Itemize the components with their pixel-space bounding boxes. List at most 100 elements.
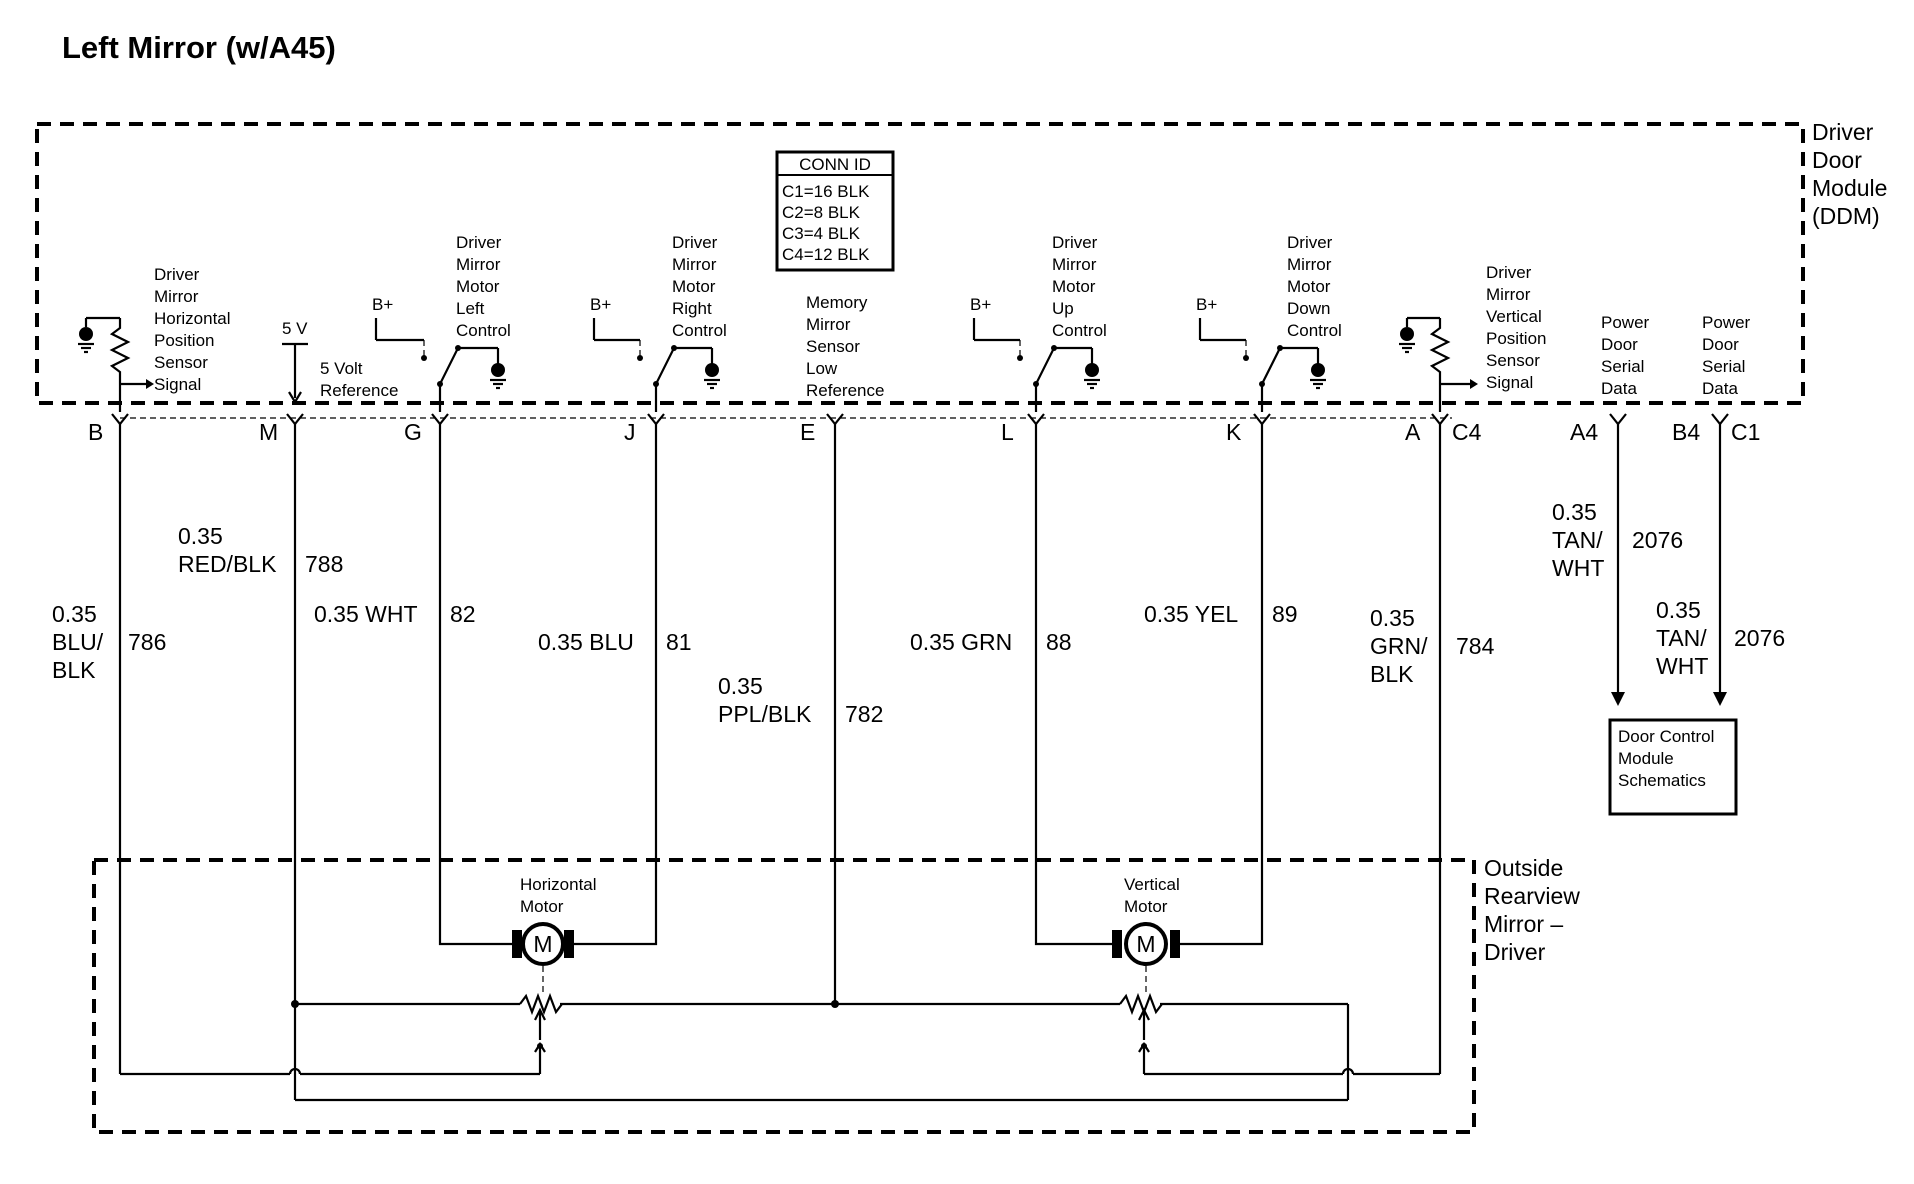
- wire-788: [293, 424, 1350, 1102]
- bplus-label: B+: [372, 295, 393, 314]
- connector-c1-label: C1: [1731, 419, 1760, 445]
- svg-text:Sensor: Sensor: [1486, 351, 1540, 370]
- svg-text:Motor: Motor: [1287, 277, 1331, 296]
- svg-text:Rearview: Rearview: [1484, 883, 1580, 909]
- svg-text:Driver: Driver: [1287, 233, 1333, 252]
- svg-text:BLK: BLK: [52, 657, 96, 683]
- mirror-label: Outside Rearview Mirror – Driver: [1484, 855, 1580, 965]
- svg-text:Mirror: Mirror: [806, 315, 851, 334]
- motor-m-symbol: M: [1136, 931, 1155, 957]
- svg-text:Module: Module: [1812, 175, 1887, 201]
- svg-text:Module: Module: [1618, 749, 1674, 768]
- svg-text:Reference: Reference: [806, 381, 884, 400]
- svg-text:Door: Door: [1601, 335, 1638, 354]
- svg-text:TAN/: TAN/: [1552, 527, 1603, 553]
- label-v-position-signal: Driver Mirror Vertical Position Sensor S…: [1486, 263, 1546, 392]
- wire-89: [1176, 424, 1264, 946]
- svg-text:Door: Door: [1702, 335, 1739, 354]
- svg-text:Horizontal: Horizontal: [520, 875, 597, 894]
- svg-text:0.35: 0.35: [1552, 499, 1597, 525]
- svg-text:82: 82: [450, 601, 476, 627]
- svg-text:Mirror: Mirror: [1287, 255, 1332, 274]
- svg-text:782: 782: [845, 701, 883, 727]
- wire-label-89: 0.35 YEL 89: [1144, 601, 1298, 627]
- pin-b: B: [88, 419, 103, 445]
- svg-text:Motor: Motor: [520, 897, 564, 916]
- svg-text:Left: Left: [456, 299, 485, 318]
- conn-id-line: C3=4 BLK: [782, 224, 861, 243]
- svg-text:Memory: Memory: [806, 293, 868, 312]
- svg-text:0.35 YEL: 0.35 YEL: [1144, 601, 1238, 627]
- svg-text:Up: Up: [1052, 299, 1074, 318]
- svg-text:0.35 WHT: 0.35 WHT: [314, 601, 418, 627]
- wire-label-784: 0.35 GRN/ BLK 784: [1370, 605, 1495, 687]
- wire-label-2076-c1: 0.35 TAN/ WHT 2076: [1656, 597, 1785, 679]
- svg-text:788: 788: [305, 551, 343, 577]
- svg-text:Mirror: Mirror: [1486, 285, 1531, 304]
- svg-text:WHT: WHT: [1552, 555, 1604, 581]
- svg-text:0.35: 0.35: [718, 673, 763, 699]
- label-5v: 5 V: [282, 319, 308, 338]
- pin-j: J: [624, 419, 636, 445]
- label-low-reference: Memory Mirror Sensor Low Reference: [806, 293, 884, 400]
- wire-784: [1138, 424, 1442, 1076]
- svg-text:Sensor: Sensor: [806, 337, 860, 356]
- svg-text:Vertical: Vertical: [1124, 875, 1180, 894]
- wire-label-788: 0.35 RED/BLK 788: [178, 523, 343, 577]
- ddm-boundary: [35, 122, 1805, 405]
- svg-text:Driver: Driver: [154, 265, 200, 284]
- horizontal-motor: Horizontal Motor M: [512, 875, 597, 994]
- svg-text:Vertical: Vertical: [1486, 307, 1542, 326]
- page-title: Left Mirror (w/A45): [62, 30, 336, 65]
- h-position-sensor: [78, 316, 154, 412]
- svg-text:Motor: Motor: [1052, 277, 1096, 296]
- svg-text:Serial: Serial: [1702, 357, 1745, 376]
- svg-text:786: 786: [128, 629, 166, 655]
- five-volt-reference-symbol: [282, 342, 308, 405]
- svg-text:784: 784: [1456, 633, 1495, 659]
- conn-id-line: C1=16 BLK: [782, 182, 870, 201]
- svg-text:BLU/: BLU/: [52, 629, 104, 655]
- label-serial-data-c1: Power Door Serial Data: [1702, 313, 1751, 398]
- svg-text:Data: Data: [1601, 379, 1637, 398]
- svg-text:Door: Door: [1812, 147, 1862, 173]
- label-5v-reference: 5 Volt Reference: [320, 359, 398, 400]
- wire-2076-a4: [1611, 424, 1625, 706]
- svg-text:Control: Control: [672, 321, 727, 340]
- svg-text:Driver: Driver: [672, 233, 718, 252]
- pin-b4: B4: [1672, 419, 1700, 445]
- label-right-control: Driver Mirror Motor Right Control: [672, 233, 727, 340]
- svg-text:5 Volt: 5 Volt: [320, 359, 363, 378]
- svg-text:Control: Control: [1287, 321, 1342, 340]
- svg-text:Mirror: Mirror: [154, 287, 199, 306]
- wire-label-2076-a4: 0.35 TAN/ WHT 2076: [1552, 499, 1683, 581]
- door-control-schematics-link[interactable]: Door Control Module Schematics: [1608, 718, 1738, 816]
- svg-text:Right: Right: [672, 299, 712, 318]
- svg-text:0.35 BLU: 0.35 BLU: [538, 629, 634, 655]
- svg-text:0.35 GRN: 0.35 GRN: [910, 629, 1012, 655]
- wire-81: [570, 424, 658, 946]
- svg-text:(DDM): (DDM): [1812, 203, 1880, 229]
- connector-c4-label: C4: [1452, 419, 1482, 445]
- svg-text:Power: Power: [1702, 313, 1751, 332]
- conn-id-box: CONN ID C1=16 BLK C2=8 BLK C3=4 BLK C4=1…: [775, 150, 895, 272]
- svg-text:Down: Down: [1287, 299, 1330, 318]
- svg-text:Control: Control: [456, 321, 511, 340]
- svg-text:Position: Position: [154, 331, 214, 350]
- svg-text:WHT: WHT: [1656, 653, 1708, 679]
- svg-text:Data: Data: [1702, 379, 1738, 398]
- svg-text:Driver: Driver: [1812, 119, 1874, 145]
- svg-text:Mirror: Mirror: [672, 255, 717, 274]
- svg-text:Mirror: Mirror: [1052, 255, 1097, 274]
- svg-text:Driver: Driver: [1052, 233, 1098, 252]
- svg-text:Driver: Driver: [1486, 263, 1532, 282]
- conn-id-line: C2=8 BLK: [782, 203, 861, 222]
- svg-text:GRN/: GRN/: [1370, 633, 1428, 659]
- svg-text:Motor: Motor: [1124, 897, 1168, 916]
- svg-text:Motor: Motor: [456, 277, 500, 296]
- relay-switch-down: B+: [1196, 295, 1326, 412]
- relay-switch-left: B+: [372, 295, 506, 412]
- v-position-sensor: [1399, 316, 1478, 412]
- ddm-label: Driver Door Module (DDM): [1812, 119, 1887, 229]
